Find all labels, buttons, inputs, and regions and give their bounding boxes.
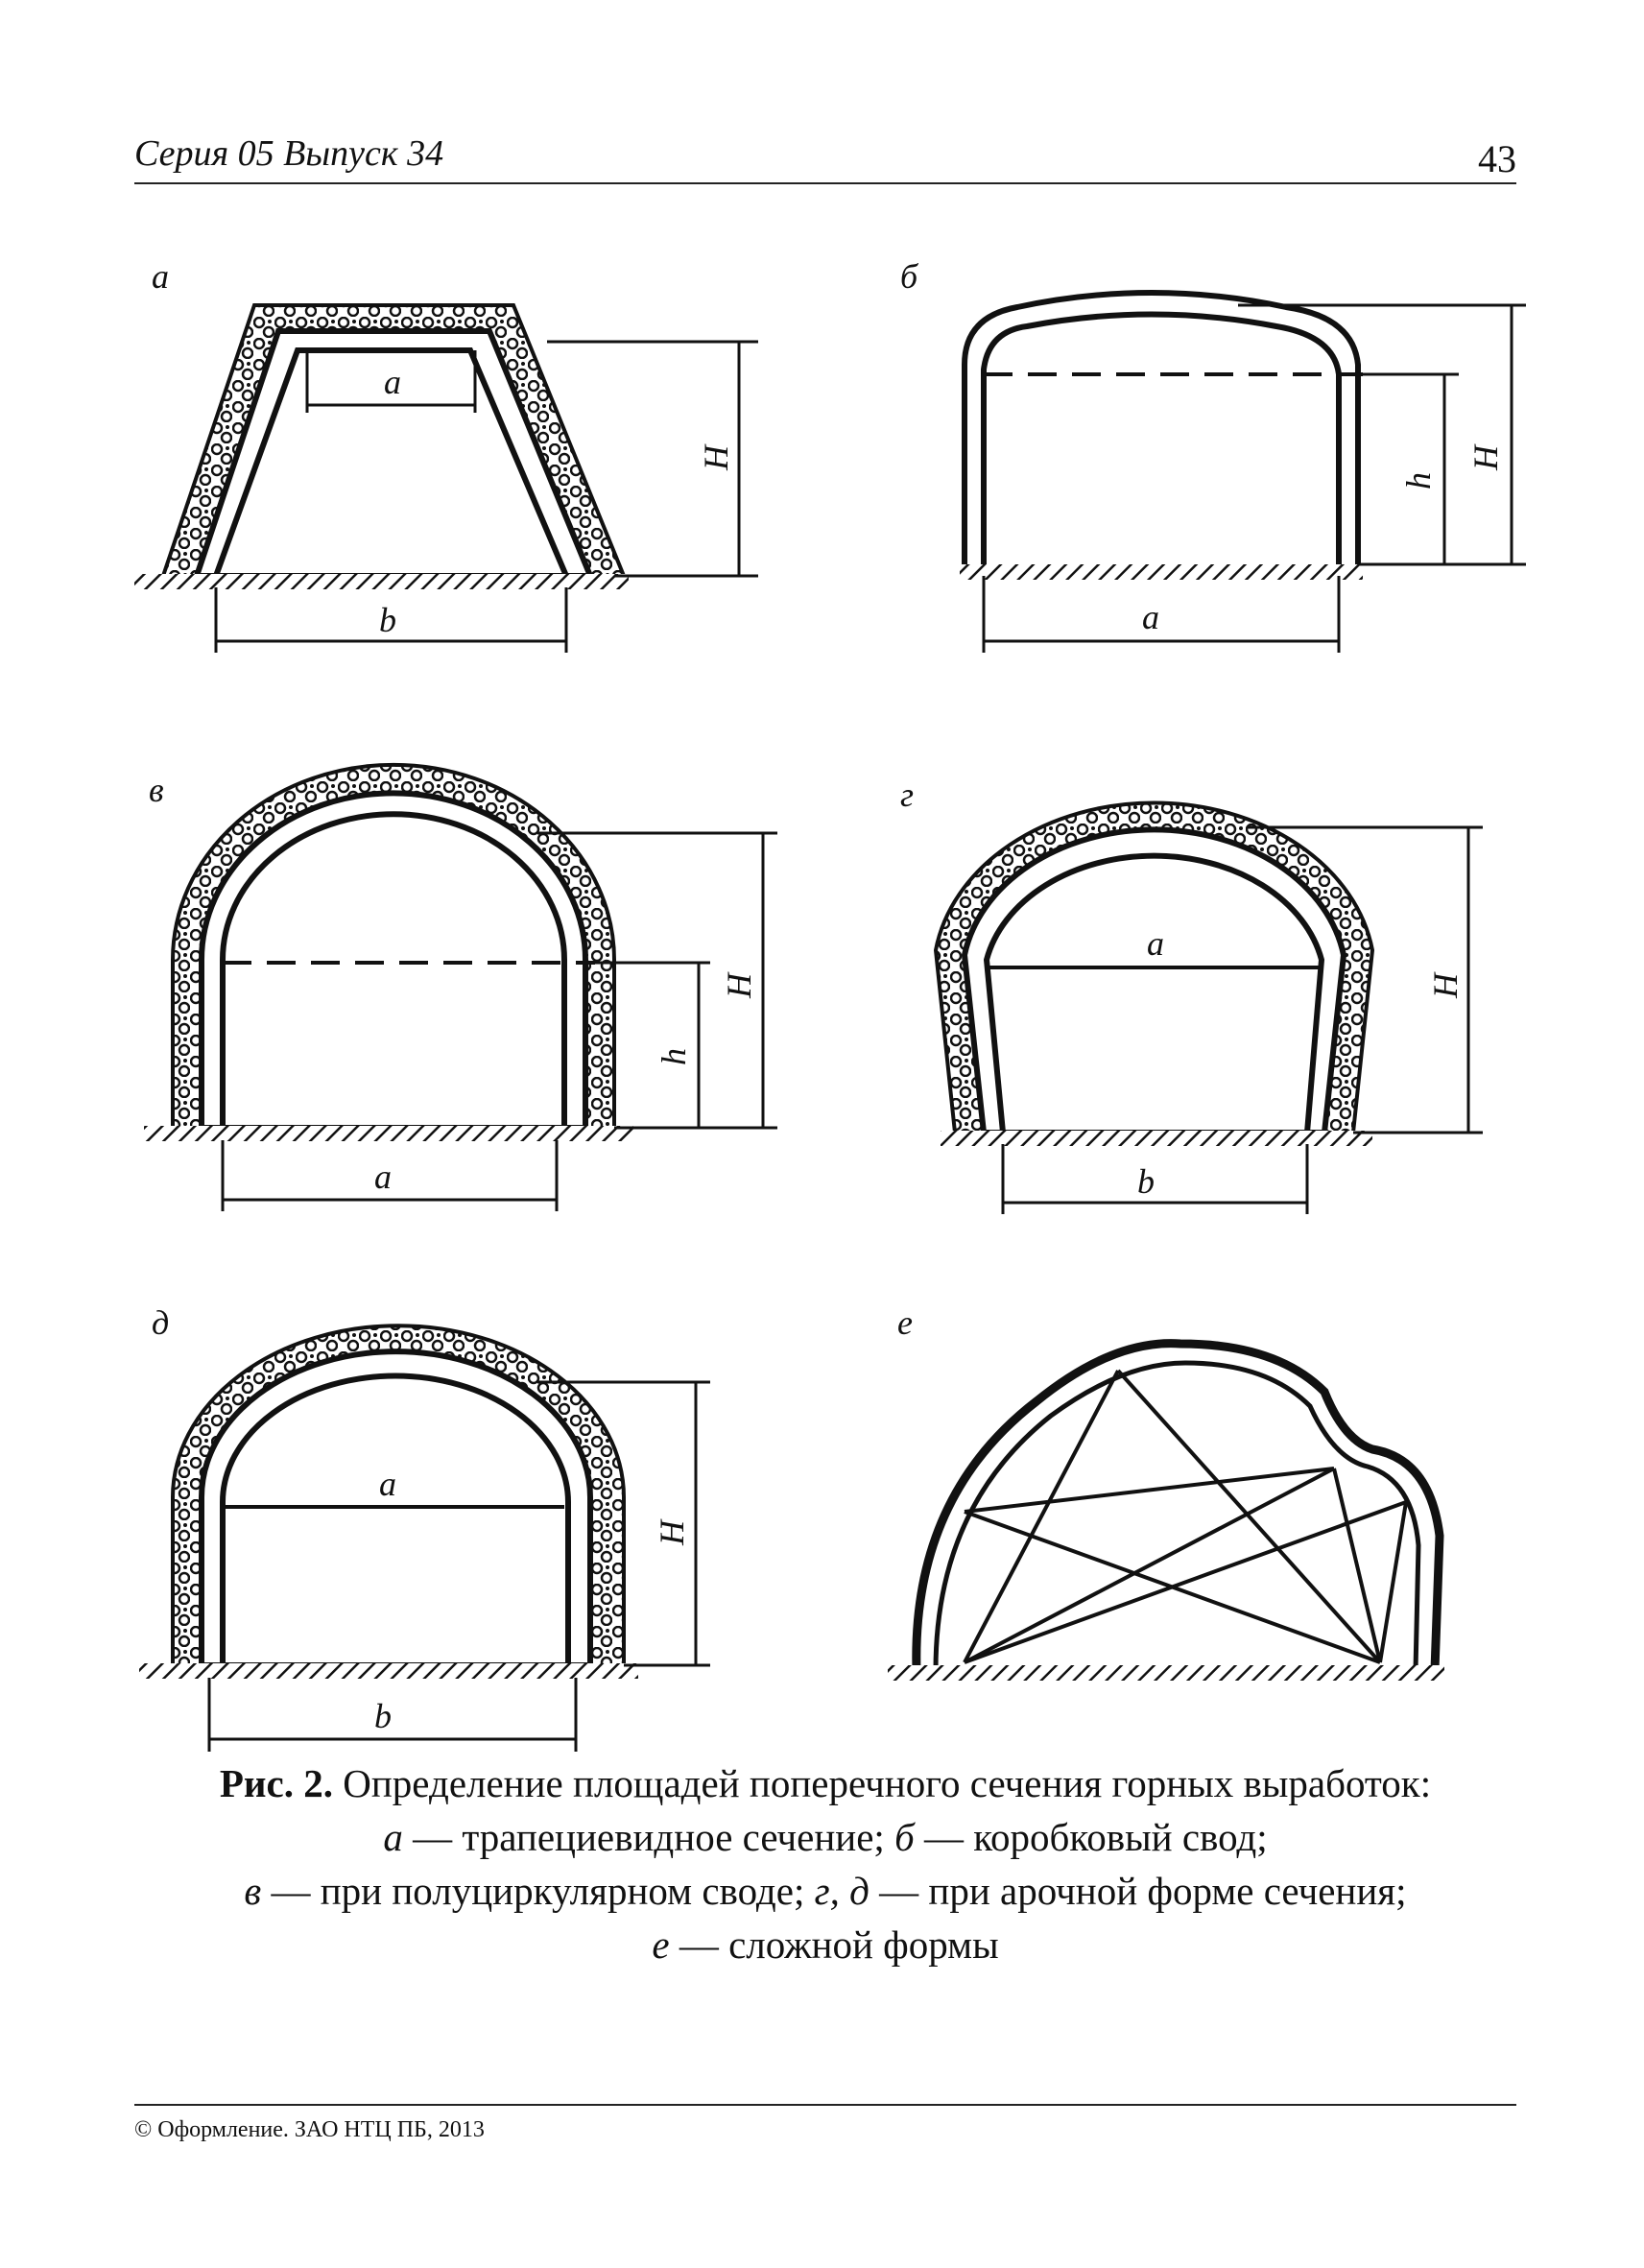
series-title: Серия 05 Выпуск 34 [134,133,444,174]
caption-line-2: в — при полуциркулярном своде; г, д — пр… [144,1864,1507,1918]
figure-b-label-H: H [1466,443,1505,471]
caption-text-v: — при полуциркулярном своде; [261,1869,815,1913]
page-number: 43 [1478,137,1516,180]
figure-a-label-a: a [384,363,401,401]
figure-a-label-H: H [697,443,735,471]
figure-v: в H h a [144,762,777,1211]
caption-key-v: в [244,1869,262,1913]
caption-title-line: Рис. 2. Определение площадей поперечного… [144,1756,1507,1810]
caption-key-b: б [894,1815,915,1859]
figure-a-label-b: b [379,601,396,639]
figure-g: г a H b [900,776,1483,1214]
caption-text-b: — коробковый свод; [914,1815,1268,1859]
figure-b: б h H a [900,257,1526,653]
figure-d-letter: д [152,1303,169,1342]
figure-e: е [888,1303,1444,1681]
figure-b-label-a: a [1142,598,1159,636]
figure-d-label-b: b [374,1697,392,1735]
caption-key-a: а [383,1815,403,1859]
figure-g-label-H: H [1426,971,1465,999]
caption-key-gd: г, д [814,1869,870,1913]
caption-lead: Рис. 2. [219,1761,333,1805]
footer-divider [134,2104,1516,2106]
figure-v-label-a: a [374,1158,392,1196]
caption-text-gd: — при арочной форме сечения; [869,1869,1407,1913]
figure-g-label-b: b [1137,1162,1155,1201]
figure-a: а a H b [134,257,758,653]
figure-d-label-H: H [653,1518,691,1546]
figure-caption: Рис. 2. Определение площадей поперечного… [144,1756,1507,1971]
figure-g-label-a: a [1147,924,1164,963]
figure-d-label-a: a [379,1465,396,1503]
caption-line-3: е — сложной формы [144,1918,1507,1971]
page-header: Серия 05 Выпуск 34 43 [134,125,1516,184]
figure-b-letter: б [900,257,919,296]
figure-b-label-h: h [1399,472,1438,489]
figure-a-letter: а [152,257,169,296]
figure-d: д a H b [139,1303,710,1752]
figure-v-label-H: H [720,971,758,999]
figure-v-letter: в [149,771,164,809]
caption-key-e: е [652,1922,670,1967]
caption-text-e: — сложной формы [669,1922,999,1967]
figure-e-letter: е [897,1303,913,1342]
footer-copyright: © Оформление. ЗАО НТЦ ПБ, 2013 [134,2117,485,2142]
caption-line-1: а — трапециевидное сечение; б — коробков… [144,1810,1507,1864]
caption-title: Определение площадей поперечного сечения… [333,1761,1432,1805]
figure-g-letter: г [900,776,914,814]
caption-text-a: — трапециевидное сечение; [402,1815,895,1859]
figure-v-label-h: h [655,1048,693,1065]
